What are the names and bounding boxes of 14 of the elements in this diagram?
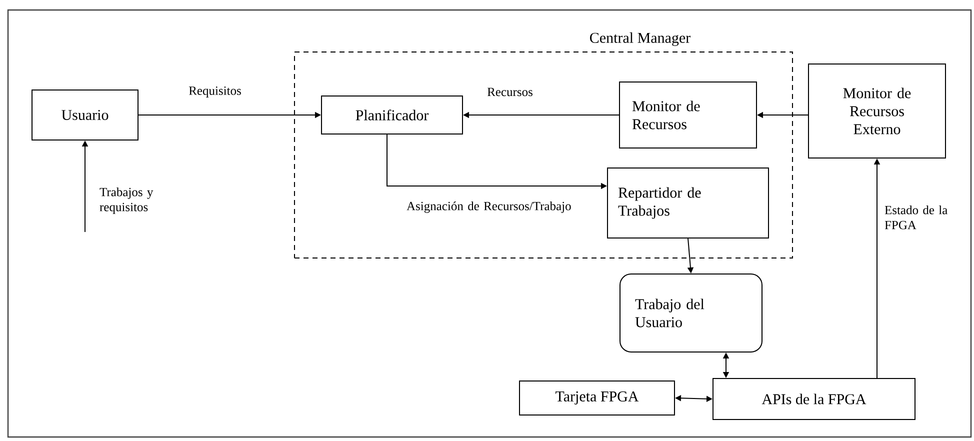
node-label: Central Manager — [590, 32, 690, 46]
process-box: Usuario — [32, 90, 138, 140]
edge-label: Trabajos y requisitos — [100, 188, 154, 214]
process-box: APIs de la FPGA — [712, 378, 916, 420]
process-box: Monitor de Recursos Externo — [808, 64, 946, 158]
edge-label: Estado de la FPGA — [884, 206, 948, 230]
process-box: Tarjeta FPGA — [519, 380, 675, 416]
process-box: Planificador — [321, 96, 463, 134]
edge-label: Asignación de Recursos/Trabajo — [406, 202, 571, 213]
edge-label: Requisitos — [188, 86, 241, 98]
process-box: Monitor de Recursos — [619, 82, 757, 148]
edge-label: Recursos — [487, 88, 532, 96]
process-box: Repartidor de Trabajos — [607, 168, 769, 238]
rounded-box: Trabajo del Usuario — [620, 274, 762, 352]
